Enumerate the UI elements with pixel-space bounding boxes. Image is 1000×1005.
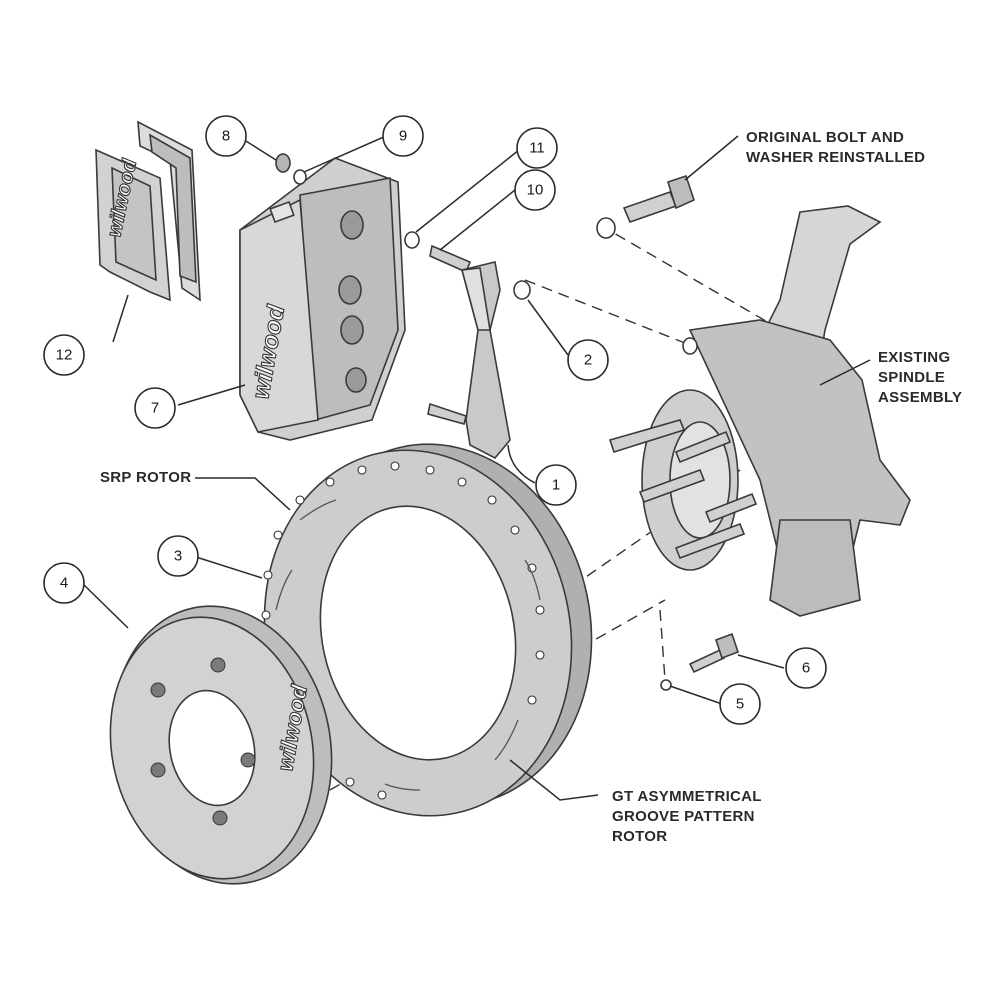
callout-8: 8: [205, 115, 247, 157]
callout-12: 12: [43, 334, 85, 376]
label-srp-rotor: SRP ROTOR: [100, 469, 191, 486]
svg-text:8: 8: [222, 128, 230, 145]
original-bolt-and-washer: [596, 174, 695, 239]
svg-text:WASHER REINSTALLED: WASHER REINSTALLED: [746, 149, 925, 166]
callout-4: 4: [43, 562, 85, 604]
svg-text:ORIGINAL BOLT AND: ORIGINAL BOLT AND: [746, 129, 904, 146]
callout-1: 1: [535, 464, 577, 506]
svg-text:7: 7: [151, 400, 159, 417]
svg-text:10: 10: [527, 182, 544, 199]
callout-3: 3: [157, 535, 199, 577]
svg-text:1: 1: [552, 477, 560, 494]
svg-text:EXISTING: EXISTING: [878, 349, 950, 366]
svg-text:SRP ROTOR: SRP ROTOR: [100, 469, 191, 486]
callout-7: 7: [134, 387, 176, 429]
hat-lug-holes: [150, 657, 256, 826]
leader-lines: [81, 135, 871, 801]
callout-9: 9: [382, 115, 424, 157]
spindle-assembly: [608, 205, 911, 617]
svg-text:4: 4: [60, 575, 68, 592]
rotor: [261, 443, 593, 817]
svg-text:6: 6: [802, 660, 810, 677]
svg-text:GROOVE PATTERN: GROOVE PATTERN: [612, 808, 755, 825]
rotor-hat: wilwood: [109, 605, 333, 885]
svg-text:SPINDLE: SPINDLE: [878, 369, 945, 386]
bleed-screw-and-washer: [275, 153, 307, 185]
svg-text:ROTOR: ROTOR: [612, 828, 667, 845]
callout-10: 10: [514, 169, 556, 211]
caliper: wilwood: [239, 157, 406, 441]
callout-2: 2: [567, 339, 609, 381]
svg-text:11: 11: [529, 140, 545, 157]
svg-text:ASSEMBLY: ASSEMBLY: [878, 389, 962, 406]
label-gt-rotor: GT ASYMMETRICAL GROOVE PATTERN ROTOR: [612, 788, 762, 845]
mounting-stud-and-washer: [404, 231, 472, 425]
callout-6: 6: [785, 647, 827, 689]
brake-pads: wilwood: [95, 120, 201, 302]
svg-text:GT ASYMMETRICAL: GT ASYMMETRICAL: [612, 788, 762, 805]
svg-text:2: 2: [584, 352, 592, 369]
label-original-bolt: ORIGINAL BOLT AND WASHER REINSTALLED: [746, 129, 925, 166]
label-existing-spindle: EXISTING SPINDLE ASSEMBLY: [878, 349, 962, 406]
callout-11: 11: [516, 127, 558, 169]
svg-text:3: 3: [174, 548, 182, 565]
mounting-bracket: [460, 261, 531, 460]
svg-text:9: 9: [399, 128, 407, 145]
rotor-bolt-and-washer: [660, 632, 740, 691]
svg-text:12: 12: [56, 347, 73, 364]
callout-5: 5: [719, 683, 761, 725]
svg-text:5: 5: [736, 696, 744, 713]
